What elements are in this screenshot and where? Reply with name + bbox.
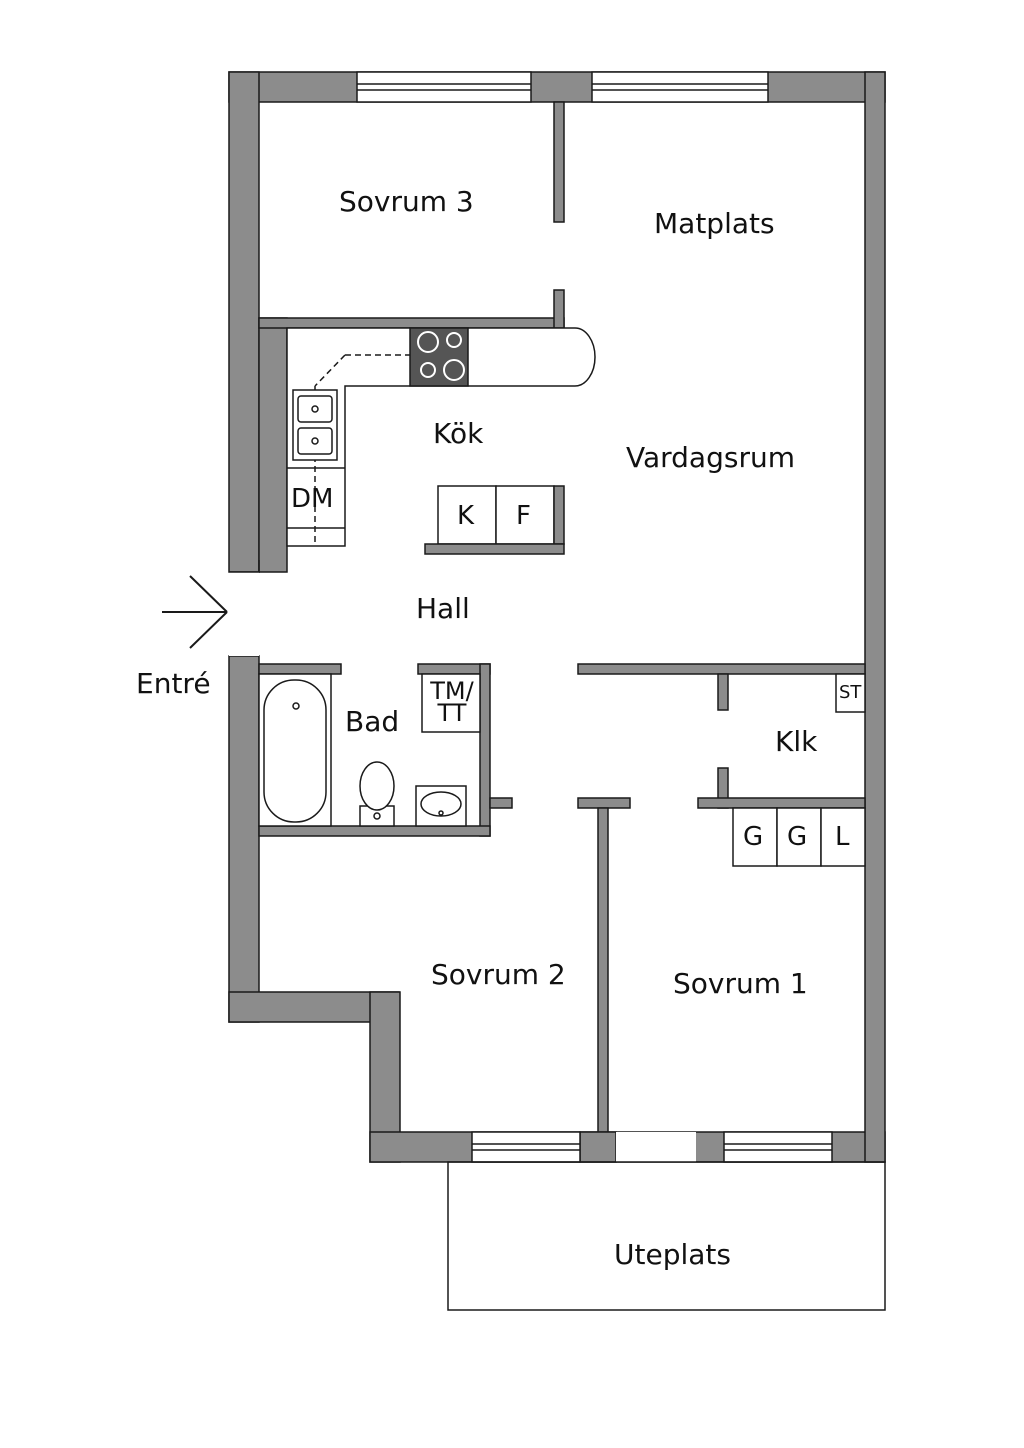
wardrobes <box>732 807 866 867</box>
fridge-label: F <box>516 501 531 531</box>
sink-icon <box>292 389 338 461</box>
washer-label: TM/ <box>430 677 474 705</box>
dishwasher-label: DM <box>291 484 334 514</box>
washbasin-icon <box>415 785 467 827</box>
toilet-icon <box>359 761 395 827</box>
kitchen-counter <box>286 327 596 547</box>
dryer-label: TT <box>437 699 467 727</box>
room-label-matplats: Matplats <box>654 207 775 240</box>
fridge-freezer <box>424 485 565 555</box>
entrance-label: Entré <box>136 667 211 700</box>
washer-dryer <box>421 673 481 733</box>
room-label-bad: Bad <box>345 705 400 738</box>
terrace-outline <box>447 1161 886 1311</box>
closet-st <box>835 673 866 713</box>
room-label-uteplats: Uteplats <box>614 1238 731 1271</box>
room-label-vardagsrum: Vardagsrum <box>626 441 795 474</box>
room-label-sovrum-3: Sovrum 3 <box>339 185 474 218</box>
room-label-kok: Kök <box>433 417 484 450</box>
wardrobe-label-1: G <box>743 822 764 852</box>
washer-dryer-label: TM/ TT <box>424 677 480 727</box>
room-label-hall: Hall <box>416 592 470 625</box>
entrance-arrow-icon <box>162 575 228 649</box>
storage-closet-label: ST <box>839 682 862 703</box>
bathtub-icon <box>258 673 332 827</box>
linen-closet-label: L <box>835 822 850 852</box>
windows <box>356 71 833 1163</box>
room-label-sovrum-2: Sovrum 2 <box>431 958 566 991</box>
room-label-sovrum-1: Sovrum 1 <box>673 967 808 1000</box>
room-label-klk: Klk <box>775 725 818 758</box>
freezer-label: K <box>457 501 475 531</box>
wardrobe-label-2: G <box>787 822 808 852</box>
entrance-opening <box>229 572 259 656</box>
stove-icon <box>409 327 469 387</box>
